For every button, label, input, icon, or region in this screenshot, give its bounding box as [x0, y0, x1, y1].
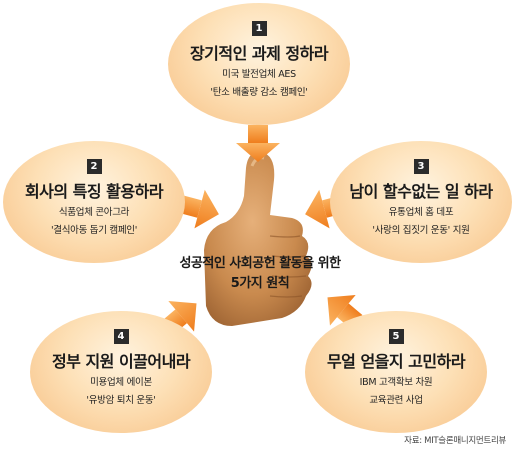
principle-3-bubble: 3 남이 할수없는 일 하라 유통업체 홈 데포 '사랑의 집짓기 운동' 지원 — [330, 141, 512, 263]
principle-3-number: 3 — [413, 159, 429, 174]
principle-2-bubble: 2 회사의 특징 활용하라 식품업체 콘아그라 '결식아동 돕기 캠페인' — [3, 141, 185, 263]
center-caption-line-2: 5가지 원칙 — [230, 276, 290, 291]
principle-1-example-company: 미국 발전업체 AES — [222, 69, 296, 80]
principle-2-example-campaign: '결식아동 돕기 캠페인' — [50, 225, 138, 236]
principle-1-number: 1 — [251, 21, 267, 36]
principle-1-title: 장기적인 과제 정하라 — [189, 44, 329, 63]
principle-3-title: 남이 할수없는 일 하라 — [349, 182, 493, 201]
principle-4-title: 정부 지원 이끌어내라 — [51, 352, 191, 371]
principle-2-number: 2 — [86, 159, 102, 174]
principle-3-example-company: 유통업체 홈 데포 — [388, 207, 454, 218]
arrow-from-principle-2 — [179, 189, 219, 229]
principle-5-title: 무얼 얻을지 고민하라 — [326, 352, 466, 371]
principle-5-bubble: 5 무얼 얻을지 고민하라 IBM 고객확보 차원 교육관련 사업 — [305, 311, 487, 433]
principle-4-bubble: 4 정부 지원 이끌어내라 미용업체 에이본 '유방암 퇴치 운동' — [30, 311, 212, 433]
principle-2-title: 회사의 특징 활용하라 — [24, 182, 164, 201]
principle-5-example-campaign: 교육관련 사업 — [369, 395, 423, 406]
principle-3-example-campaign: '사랑의 집짓기 운동' 지원 — [372, 225, 470, 236]
source-note: 자료: MIT슬론매니지먼트리뷰 — [404, 436, 506, 446]
principle-5-number: 5 — [388, 329, 404, 344]
thumbs-up-icon — [204, 151, 312, 326]
principle-1-bubble: 1 장기적인 과제 정하라 미국 발전업체 AES '탄소 배출량 감소 캠페인… — [168, 3, 350, 125]
principle-4-example-campaign: '유방암 퇴치 운동' — [86, 395, 156, 406]
center-caption-line-1: 성공적인 사회공헌 활동을 위한 — [179, 256, 341, 271]
principle-4-number: 4 — [113, 329, 129, 344]
principle-1-example-campaign: '탄소 배출량 감소 캠페인' — [210, 87, 308, 98]
principle-5-example-company: IBM 고객확보 차원 — [359, 377, 433, 388]
principle-4-example-company: 미용업체 에이본 — [90, 377, 152, 388]
principle-2-example-company: 식품업체 콘아그라 — [58, 207, 130, 218]
arrow-from-principle-1 — [236, 125, 280, 162]
center-caption: 성공적인 사회공헌 활동을 위한 5가지 원칙 — [150, 254, 370, 294]
